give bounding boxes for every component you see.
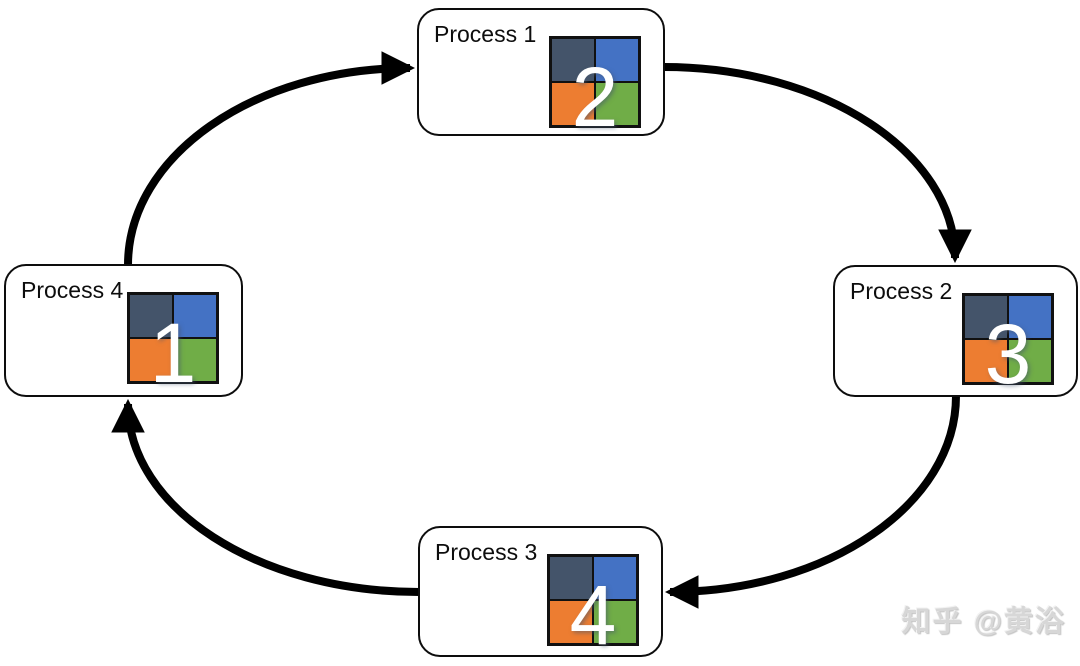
- process-3-label: Process 3: [435, 539, 538, 565]
- quadrant-bottom-right: [595, 82, 639, 126]
- quadrant-top-left: [551, 38, 595, 82]
- quadrant-top-right: [1008, 295, 1052, 339]
- process-2-quadrant-grid: 3: [962, 293, 1054, 396]
- quadrant-bottom-left: [549, 600, 593, 644]
- process-2-label: Process 2: [850, 278, 953, 304]
- quadrant-top-right: [173, 294, 217, 338]
- quadrant-bottom-left: [964, 339, 1008, 383]
- quadrant-top-left: [964, 295, 1008, 339]
- quadrant-bottom-left: [129, 338, 173, 382]
- quadrant-bottom-right: [173, 338, 217, 382]
- quadrant-bottom-right: [1008, 339, 1052, 383]
- process-3-node: Process 3 4: [418, 526, 663, 657]
- quadrant-bottom-right: [593, 600, 637, 644]
- quadrant-top-left: [549, 556, 593, 600]
- arrow-process4-to-process1: [124, 51, 416, 266]
- process-1-label: Process 1: [434, 21, 537, 47]
- process-1-node: Process 1 2: [417, 8, 665, 139]
- process-2-node: Process 2 3: [833, 265, 1078, 397]
- process-4-label: Process 4: [21, 277, 124, 303]
- arrow-process3-to-process4: [111, 398, 420, 596]
- quadrant-top-left: [129, 294, 173, 338]
- process-4-quadrant-grid: 1: [127, 292, 219, 395]
- quadrant-bottom-left: [551, 82, 595, 126]
- arrow-process1-to-process2: [663, 63, 972, 264]
- process-1-quadrant-grid: 2: [549, 36, 641, 139]
- quadrant-top-right: [595, 38, 639, 82]
- quadrant-top-right: [593, 556, 637, 600]
- process-4-node: Process 4 1: [4, 264, 243, 397]
- process-3-quadrant-grid: 4: [547, 554, 639, 657]
- zhihu-watermark: 知乎 @黄浴: [901, 606, 1066, 638]
- arrow-process2-to-process3: [664, 395, 960, 609]
